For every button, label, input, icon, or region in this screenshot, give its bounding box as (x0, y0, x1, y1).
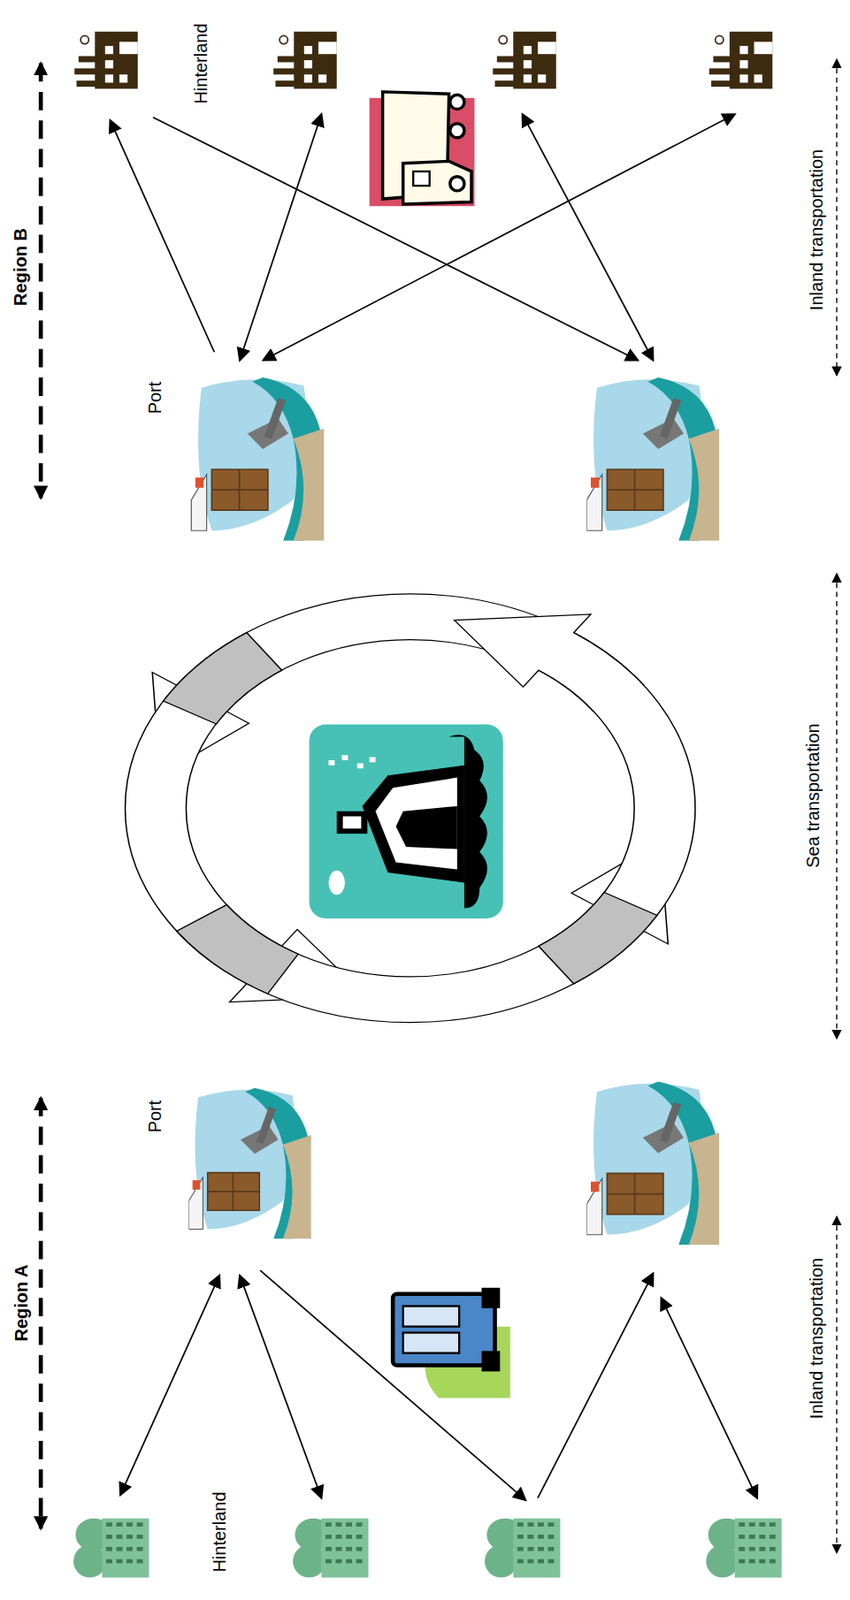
port-icon (586, 1082, 720, 1247)
truck-icon (392, 1288, 511, 1400)
building-icon (484, 1516, 563, 1581)
port-label: Port (145, 382, 165, 415)
range-label: Sea transportation (802, 723, 822, 868)
building-icon (292, 1516, 371, 1581)
port-label: Port (145, 1101, 165, 1134)
region-label: Region A (10, 1265, 31, 1343)
cycle-arrows (125, 594, 696, 1024)
port-icon (191, 377, 324, 542)
ship-icon (309, 725, 504, 919)
transport-arrows (120, 1271, 758, 1501)
building-icon (705, 1516, 784, 1581)
area-label: Hinterland (190, 22, 210, 104)
range-label: Inland transportation (806, 1257, 827, 1419)
factory-icon (74, 31, 138, 90)
area-label: Hinterland (209, 1492, 230, 1573)
region-bracket (38, 63, 44, 499)
range-arrow (835, 59, 837, 376)
factory-icon (492, 31, 557, 90)
factory-icon (709, 31, 774, 90)
building-icon (73, 1516, 152, 1581)
range-label: Inland transportation (806, 148, 827, 310)
transport-arrows (110, 114, 736, 360)
port-icon (188, 1088, 311, 1240)
truck-icon (369, 91, 475, 207)
region-label: Region B (10, 228, 31, 307)
range-arrow (835, 1217, 837, 1555)
range-arrow (835, 574, 837, 1040)
port-icon (586, 377, 720, 542)
factory-icon (273, 31, 337, 90)
region-bracket (38, 1098, 44, 1530)
